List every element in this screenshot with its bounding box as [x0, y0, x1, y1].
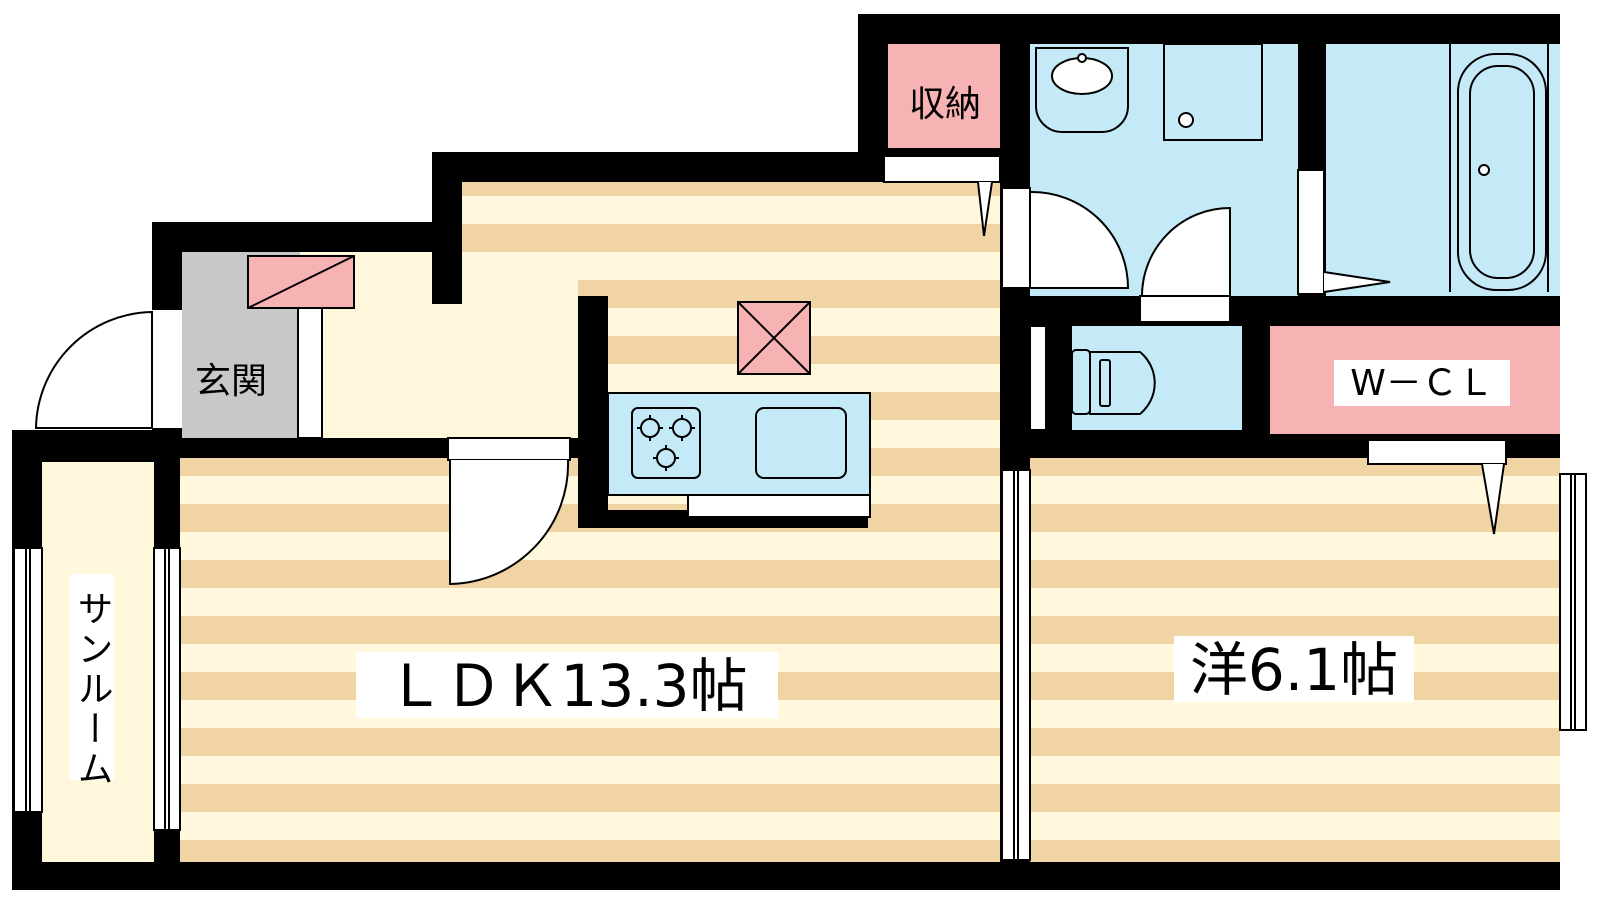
storage-door	[883, 155, 1001, 237]
shoe-cabinet-icon	[247, 255, 355, 439]
western-room-window	[1559, 473, 1587, 731]
partition-window	[1001, 469, 1031, 861]
wcl-label-group: W－ＣＬ	[1334, 360, 1510, 406]
ldk-label-group: ＬＤＫ13.3帖	[356, 652, 778, 720]
storage-label-group: 収納	[898, 80, 992, 126]
western-label-group: 洋6.1帖	[1174, 636, 1414, 704]
washroom-door-swing	[1001, 187, 1231, 323]
toilet-door	[1029, 325, 1047, 431]
toilet-icon	[1071, 349, 1156, 415]
wcl-door	[1367, 439, 1507, 535]
sunroom-label: サンルーム	[72, 590, 113, 790]
front-door-swing	[34, 310, 182, 429]
ldk-door-swing	[447, 437, 571, 586]
vent-fan-icon	[737, 301, 811, 375]
bathtub-icon	[1449, 44, 1549, 292]
entrance-label-group: 玄関	[186, 356, 276, 402]
ldk-label: ＬＤＫ13.3帖	[386, 652, 747, 720]
sunroom-windows	[13, 547, 181, 831]
western-label: 洋6.1帖	[1190, 636, 1398, 704]
sunroom-label-group: サンルーム	[70, 574, 114, 790]
stove-icon	[631, 407, 701, 479]
wcl-label: W－ＣＬ	[1350, 363, 1494, 404]
washing-machine-icon	[1163, 43, 1263, 141]
entrance-label: 玄関	[195, 361, 267, 402]
washbasin-icon	[1035, 47, 1129, 133]
storage-label: 収納	[909, 84, 981, 125]
bathroom-door	[1297, 169, 1391, 295]
sink-icon	[755, 407, 847, 479]
